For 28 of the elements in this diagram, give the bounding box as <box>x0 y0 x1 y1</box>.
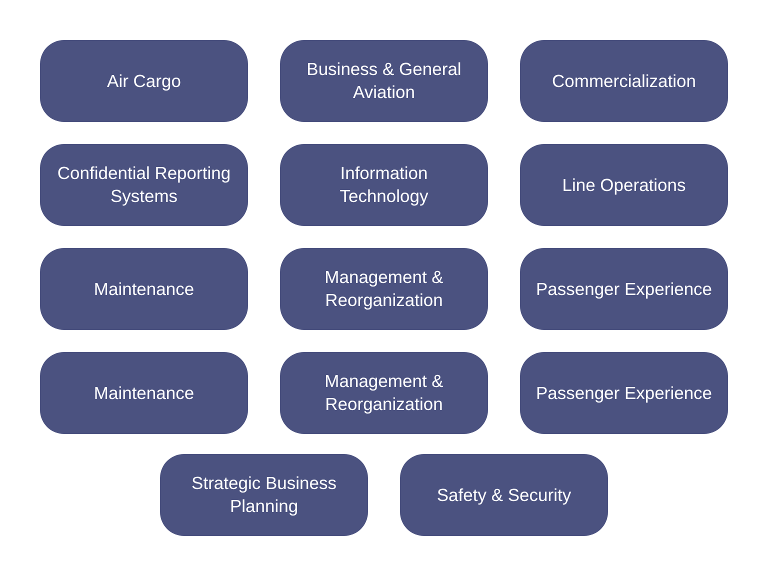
topic-box <box>520 144 728 226</box>
topic-label: Air Cargo <box>107 70 181 92</box>
topic-label: Information Technology <box>338 162 430 208</box>
topic-box <box>520 352 728 434</box>
topic-label: Passenger Experience <box>536 278 712 300</box>
topic-box <box>520 248 728 330</box>
topic-box <box>40 40 248 122</box>
topic-label: Confidential Reporting Systems <box>56 162 232 208</box>
topic-box <box>280 40 488 122</box>
topic-label: Commercialization <box>552 70 696 92</box>
topic-label: Business & General Aviation <box>306 58 462 104</box>
topic-box <box>280 248 488 330</box>
topic-label: Maintenance <box>94 382 194 404</box>
topic-box <box>40 144 248 226</box>
topic-box <box>280 352 488 434</box>
topic-label: Maintenance <box>94 278 194 300</box>
topic-box <box>520 40 728 122</box>
topic-box <box>160 454 368 536</box>
topic-label: Management & Reorganization <box>324 370 444 416</box>
topic-label: Management & Reorganization <box>324 266 444 312</box>
topic-box <box>40 352 248 434</box>
topic-label: Line Operations <box>562 174 686 196</box>
topic-label: Strategic Business Planning <box>190 472 338 518</box>
topic-box <box>400 454 608 536</box>
topic-box <box>280 144 488 226</box>
topic-box <box>40 248 248 330</box>
topic-label: Passenger Experience <box>536 382 712 404</box>
topic-label: Safety & Security <box>436 484 572 506</box>
